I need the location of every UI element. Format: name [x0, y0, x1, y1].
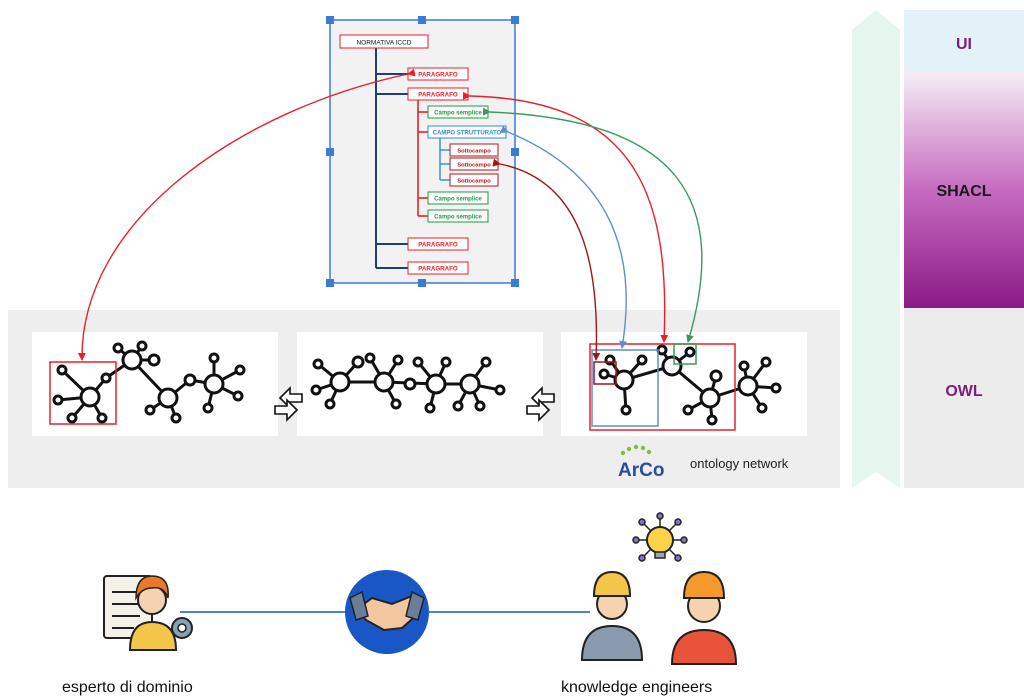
highlight-box-dark-red	[593, 361, 617, 385]
highlight-box-left	[49, 361, 117, 425]
domain-expert-icon	[103, 575, 193, 651]
ontology-network-caption: ontology network	[690, 456, 789, 471]
doc-simple-field-3: Campo semplice	[434, 215, 482, 221]
mapping-arrows	[77, 68, 703, 361]
layer-column: UI SHACL OWL	[904, 10, 1024, 488]
doc-paragraph-4: PARAGRAFO	[418, 266, 458, 273]
doc-root-label: NORMATIVA ICCD	[356, 40, 411, 47]
doc-paragraph-2: PARAGRAFO	[418, 92, 458, 99]
doc-structured-field: CAMPO STRUTTURATO	[433, 131, 502, 137]
layer-owl-band	[904, 308, 1024, 488]
doc-simple-field-2: Campo semplice	[434, 197, 482, 203]
layer-ui-band	[904, 10, 1024, 72]
layer-ui-label: UI	[956, 36, 972, 53]
swap-arrow-left	[274, 386, 303, 422]
layer-arrow	[852, 10, 900, 488]
doc-simple-field-1: Campo semplice	[434, 111, 482, 117]
iccd-document: NORMATIVA ICCD PARAGRAFO PARAGRAFO Campo…	[326, 16, 519, 287]
arco-logo-text: ArCo	[618, 460, 664, 481]
highlight-box-red-large	[589, 343, 736, 431]
mapping-arrow-subfield	[492, 158, 601, 361]
doc-subfield-1: Sottocampo	[457, 149, 491, 155]
mapping-arrow-structured-field	[500, 125, 628, 349]
knowledge-engineers-label: knowledge engineers	[561, 679, 712, 696]
highlight-box-green	[673, 343, 697, 365]
handshake-icon	[345, 570, 429, 654]
layer-owl-label: OWL	[945, 383, 983, 400]
doc-subfield-2: Sottocampo	[457, 163, 491, 169]
highlight-box-blue	[591, 349, 659, 427]
doc-subfield-3: Sottocampo	[457, 179, 491, 185]
arco-logo: ArCo	[618, 444, 664, 481]
domain-expert-label: esperto di dominio	[62, 679, 193, 696]
layer-shacl-band	[904, 72, 1024, 308]
doc-paragraph-1: PARAGRAFO	[418, 72, 458, 79]
knowledge-engineers-icon	[580, 570, 738, 665]
idea-lightbulb-icon	[632, 512, 688, 562]
mapping-arrow-simple-field	[482, 107, 703, 343]
swap-arrow-right	[526, 386, 555, 422]
mapping-arrow-paragraph-to-left	[77, 68, 416, 361]
doc-paragraph-3: PARAGRAFO	[418, 242, 458, 249]
layer-shacl-label: SHACL	[936, 183, 991, 200]
